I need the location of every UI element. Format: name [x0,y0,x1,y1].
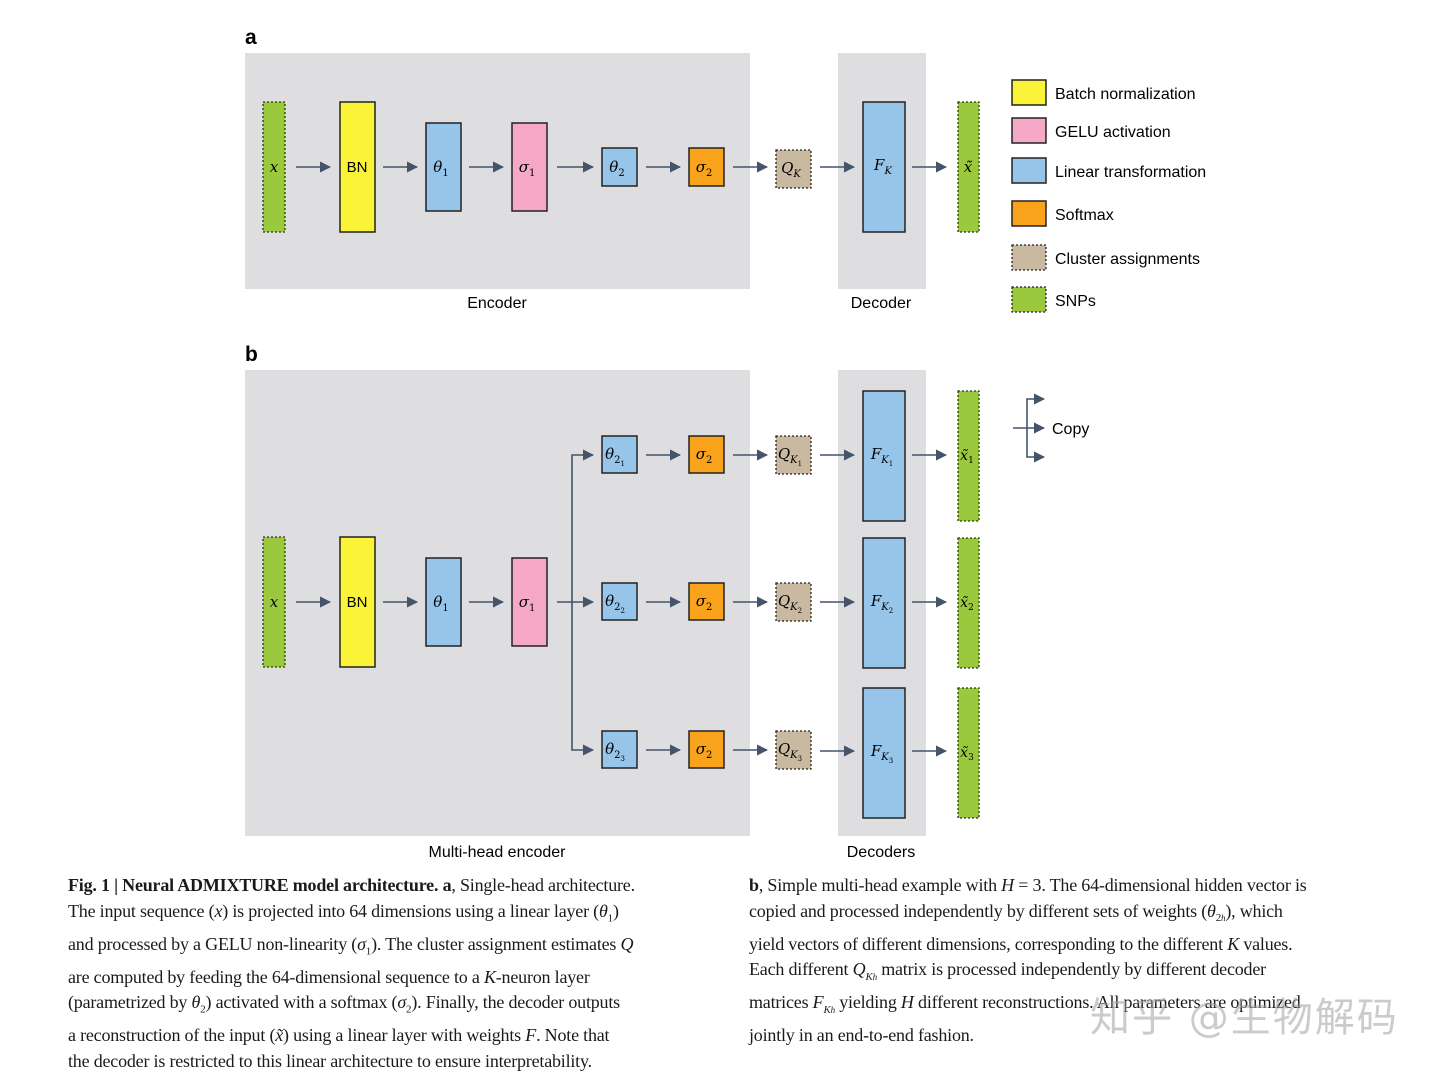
a-f-label: FK [873,156,892,177]
b-head1-output-snp-box [957,390,980,522]
legend-label-snp: SNPs [1055,293,1096,310]
b-arrows [296,449,948,757]
legend-swatch-softmax [1011,200,1047,227]
panel-b-decoder-label: Decoders [847,844,915,861]
caption-left-line-1: Fig. 1 | Neural ADMIXTURE model architec… [68,875,635,895]
a-sigma2-label: σ2 [696,158,713,179]
caption-left-line-4: are computed by feeding the 64-dimension… [68,966,590,987]
a-theta2-box [601,147,638,187]
panel-a-letter: a [245,26,257,49]
panel-b-letter: b [245,343,258,366]
copy-symbol [1013,393,1046,463]
legend-swatch-cluster [1011,244,1047,271]
a-theta1-label: θ1 [433,158,448,179]
b-head3-q-label: QK3 [778,740,802,763]
b-head1-theta2-box [601,435,638,474]
caption-right-line-6: jointly in an end-to-end fashion. [749,1025,974,1046]
a-sigma2-box [688,147,725,187]
b-input-snp-box [262,536,286,668]
caption-right-line-3: yield vectors of different dimensions, c… [749,933,1293,954]
b-bn-box [339,536,376,668]
b-head2-theta2-label: θ22 [605,592,625,615]
legend-label-gelu: GELU activation [1055,124,1171,141]
legend-swatch-gelu [1011,117,1047,144]
a-f-box [862,101,906,233]
b-head2-output-snp-box [957,537,980,669]
b-head3-theta2-box [601,730,638,769]
legend-label-linear: Linear transformation [1055,164,1206,181]
architecture-diagram: a Encoder Decoder x BN θ1 σ1 θ2 σ2 QK FK… [245,26,1206,861]
a-input-label: x [270,158,279,176]
caption-left-line-6: a reconstruction of the input (x̃) using… [68,1025,610,1046]
legend-swatch-snp [1011,286,1047,313]
b-head3-f-label: FK3 [870,742,893,765]
a-input-snp-box [262,101,286,233]
b-input-label: x [270,593,279,611]
caption-left-line-5: (parametrized by θ2) activated with a so… [68,992,620,1016]
a-q-label: QK [781,159,801,180]
b-head2-sigma2-label: σ2 [696,592,713,613]
caption-left-line-3: and processed by a GELU non-linearity (σ… [68,933,634,958]
b-head1-f-label: FK1 [870,445,893,468]
a-bn-box [339,101,376,233]
b-head2-q-box [775,582,812,622]
b-head3-q-box [775,730,812,770]
panel-a-encoder-region [245,53,750,289]
legend-swatch-linear [1011,157,1047,184]
b-head1-q-label: QK1 [778,445,802,468]
legend-label-cluster: Cluster assignments [1055,251,1200,268]
a-theta2-label: θ2 [609,158,624,179]
watermark: 知乎 @生物解码 [1090,995,1399,1041]
caption-left-line-2: The input sequence (x) is projected into… [68,900,619,925]
panel-b-encoder-label: Multi-head encoder [429,844,567,861]
b-head3-sigma2-label: σ2 [696,740,713,761]
b-head1-sigma2-box [688,435,725,474]
b-theta1-box [425,557,462,647]
a-q-box [775,149,812,189]
b-head3-f-box [862,687,906,819]
legend: Batch normalization GELU activation Line… [1011,79,1206,313]
b-head2-q-label: QK2 [778,592,802,615]
caption-right-line-2: copied and processed independently by di… [749,900,1283,925]
panel-b-encoder-region [245,370,750,836]
a-output-snp-box [957,101,980,233]
b-head2-f-label: FK2 [870,592,893,615]
a-sigma1-label: σ1 [519,158,536,179]
a-bn-label: BN [347,159,368,176]
a-sigma1-box [511,122,548,212]
caption-right-line-5: matrices FKh yielding H different recons… [749,992,1301,1016]
b-head3-theta2-label: θ23 [605,740,625,763]
b-sigma1-box [511,557,548,647]
b-head1-sigma2-label: σ2 [696,445,713,466]
b-theta1-label: θ1 [433,593,448,614]
caption-right-line-4: Each different QKh matrix is processed i… [749,959,1266,983]
panel-a-decoder-label: Decoder [851,295,912,312]
a-theta1-box [425,122,462,212]
b-head1-xhat-label: x̃1 [960,448,974,466]
panel-a-encoder-label: Encoder [467,295,527,312]
b-head1-q-box [775,435,812,475]
b-head1-theta2-label: θ21 [605,445,625,468]
b-head2-theta2-box [601,582,638,621]
b-sigma1-label: σ1 [519,593,536,614]
b-head2-sigma2-box [688,582,725,621]
copy-label: Copy [1052,421,1089,438]
caption-right: b, Simple multi-head example with H = 3.… [749,873,1409,1049]
caption-left: Fig. 1 | Neural ADMIXTURE model architec… [68,873,718,1074]
b-head3-sigma2-box [688,730,725,769]
b-head2-f-box [862,537,906,669]
b-head1-f-box [862,390,906,522]
b-bn-label: BN [347,594,368,611]
b-head3-output-snp-box [957,687,980,819]
legend-label-softmax: Softmax [1055,207,1114,224]
caption-left-line-7: the decoder is restricted to this linear… [68,1050,592,1071]
a-xhat-label: x̃ [964,158,973,176]
legend-swatch-bn [1011,79,1047,106]
b-head3-xhat-label: x̃3 [960,745,974,763]
b-head2-xhat-label: x̃2 [960,595,974,613]
caption-right-line-1: b, Simple multi-head example with H = 3.… [749,875,1307,895]
legend-label-bn: Batch normalization [1055,86,1196,103]
